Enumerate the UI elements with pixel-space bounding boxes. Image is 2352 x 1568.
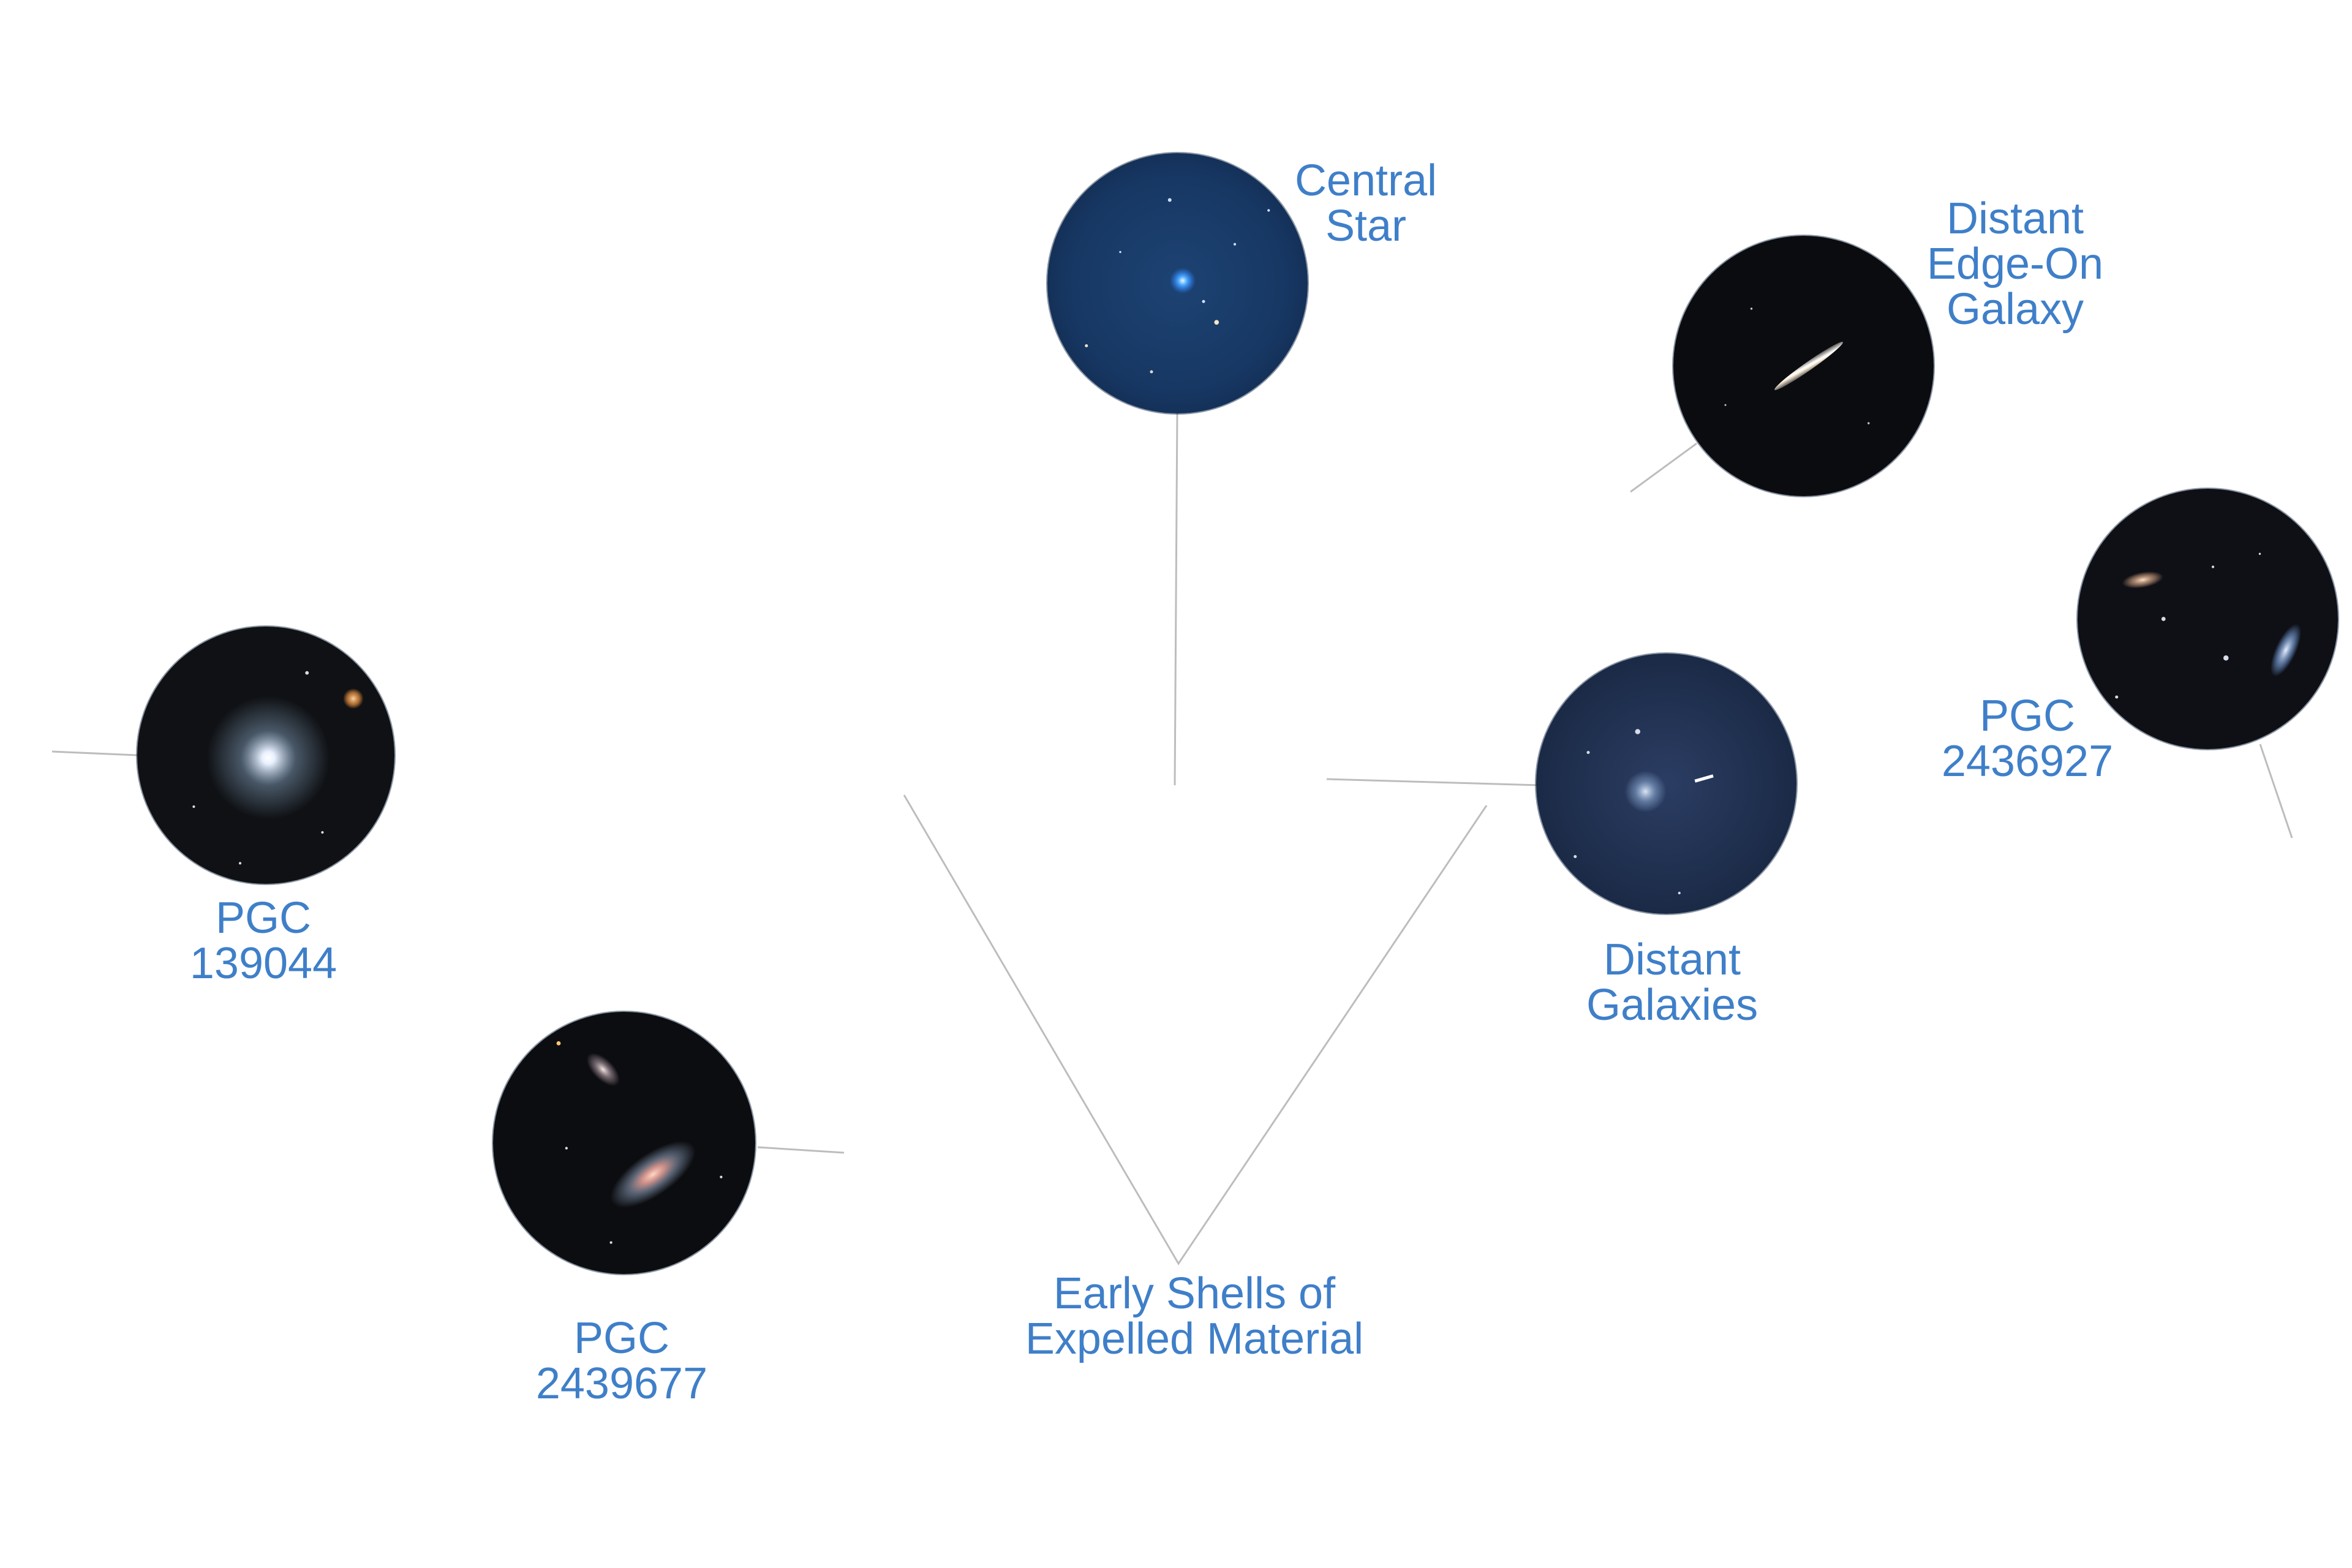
distant-galaxies-image — [1536, 654, 1796, 914]
inset-distant-galaxies — [1536, 654, 1796, 914]
leader-pgc-139044 — [51, 750, 138, 756]
inset-pgc-139044 — [137, 627, 394, 884]
label-distant-edge-on-galaxy: Distant Edge-On Galaxy — [1926, 194, 2104, 334]
pgc-2436927-image — [2078, 489, 2338, 749]
leader-distant-galaxies — [1326, 778, 1539, 786]
label-central-star: Central Star — [1294, 156, 1438, 251]
inset-central-star — [1047, 153, 1308, 413]
inset-edge-on-galaxy — [1673, 236, 1934, 496]
pgc-139044-image — [137, 627, 394, 884]
label-pgc-2436927: PGC 2436927 — [1941, 692, 2114, 786]
inset-pgc-2439677 — [493, 1012, 755, 1274]
label-distant-galaxies: Distant Galaxies — [1586, 935, 1758, 1030]
inset-pgc-2436927 — [2078, 489, 2338, 749]
leader-early-shells — [903, 794, 1488, 1265]
edge-on-galaxy-image — [1673, 236, 1934, 496]
label-pgc-2439677: PGC 2439677 — [535, 1314, 708, 1408]
leader-edge-on-galaxy — [1630, 442, 1697, 493]
label-pgc-139044: PGC 139044 — [189, 894, 337, 988]
label-early-shells: Early Shells of Expelled Material — [1025, 1269, 1364, 1363]
pgc-2439677-image — [493, 1012, 755, 1274]
leader-pgc-2439677 — [757, 1146, 845, 1154]
leader-central-star — [1174, 411, 1178, 786]
central-star-image — [1047, 153, 1308, 413]
leader-pgc-2436927 — [2259, 744, 2293, 839]
